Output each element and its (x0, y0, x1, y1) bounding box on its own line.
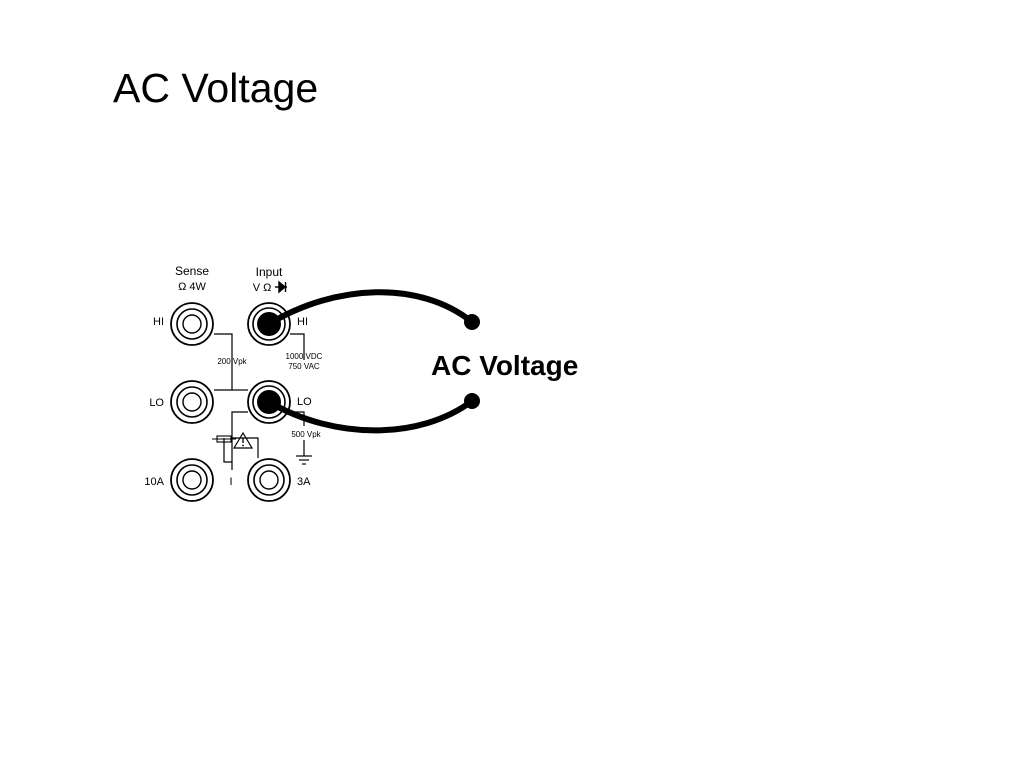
warning-icon (232, 431, 254, 449)
sense-rating-label: 200 Vpk (217, 357, 247, 366)
terminal-sense-lo[interactable] (170, 380, 214, 424)
lo-rating-label: 500 Vpk (291, 430, 321, 439)
input-rating-label-2: 750 VAC (288, 362, 320, 371)
diode-icon (275, 280, 287, 294)
sense-hi-label: HI (153, 316, 164, 328)
hi-lead-tip (464, 314, 480, 330)
sense-label: Sense (175, 264, 209, 278)
terminal-10a[interactable] (170, 458, 214, 502)
terminal-3a[interactable] (247, 458, 291, 502)
fuse-icon (212, 435, 236, 443)
terminal-3a-label: 3A (297, 476, 311, 488)
test-leads (266, 289, 480, 434)
hi-test-lead (266, 289, 475, 327)
callout-label: AC Voltage (431, 350, 578, 381)
input-hi-label: HI (297, 316, 308, 328)
input-rating-label-1: 1000 VDC (286, 352, 323, 361)
current-label: I (229, 476, 232, 488)
sense-sub-label: Ω 4W (178, 281, 206, 293)
slide-title: AC Voltage (113, 65, 319, 111)
lo-lead-tip (464, 393, 480, 409)
ground-icon (296, 455, 312, 465)
input-sub-label: V Ω (253, 282, 272, 294)
lo-test-lead (266, 398, 475, 434)
terminal-sense-hi[interactable] (170, 302, 214, 346)
terminal-connection-lines (214, 333, 305, 470)
input-label: Input (256, 265, 283, 279)
input-lo-label: LO (297, 396, 312, 408)
sense-lo-label: LO (149, 397, 164, 409)
terminal-10a-label: 10A (144, 476, 164, 488)
